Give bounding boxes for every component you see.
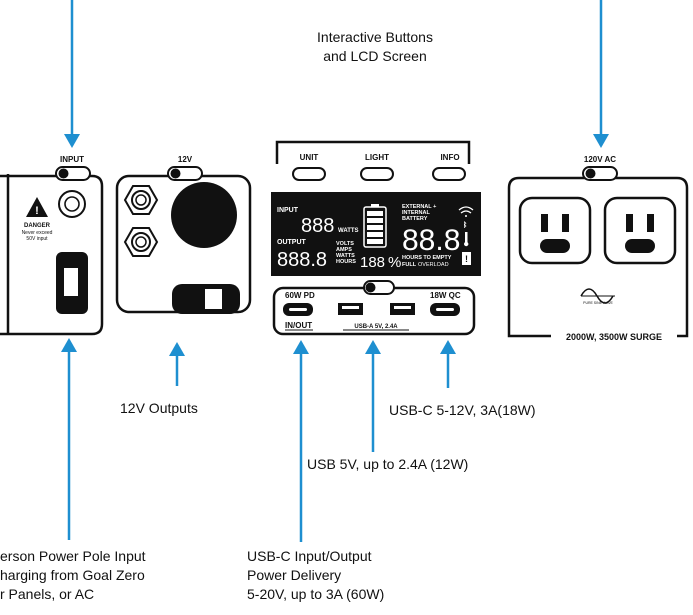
callout-anderson-line-1: erson Power Pole Input	[0, 548, 146, 564]
12v-dc-port-bottom[interactable]	[123, 227, 159, 257]
lcd-unit-hours: HOURS	[336, 259, 356, 265]
pure-sine-wave-logo: PURE SINE WAVE	[580, 288, 615, 305]
usb-ports-panel: 60W PD IN/OUT USB-A 5V, 2.4A 18W QC	[272, 280, 476, 336]
lcd-internal-label: INTERNAL	[402, 210, 430, 216]
panel-12v-title: 12V	[178, 155, 193, 164]
lcd-external-label: EXTERNAL +	[402, 204, 436, 210]
lcd-input-label: INPUT	[277, 207, 299, 214]
callout-usb-5v: USB 5V, up to 2.4A (12W)	[307, 456, 469, 472]
input-panel: INPUT ! DANGER Never exceed 50V input	[0, 155, 104, 336]
lcd-hours-label: HOURS TO EMPTY	[402, 255, 452, 261]
lcd-battery-label: BATTERY	[402, 216, 428, 222]
ac-panel: 120V AC PURE SINE WAVE 2000W, 3500W SURG…	[507, 155, 689, 342]
lcd-big-value: 88.8	[402, 224, 460, 257]
lcd-unit-watts: WATTS	[336, 253, 355, 259]
callout-buttons-lcd: Interactive Buttons and LCD Screen	[290, 28, 460, 66]
lcd-percent-value: 188	[360, 254, 385, 271]
lcd-overload-label: OVERLOAD	[418, 262, 449, 268]
lcd-watts-unit: WATTS	[338, 228, 359, 234]
12v-car-port[interactable]	[171, 182, 237, 248]
danger-warning-icon: !	[26, 197, 48, 217]
callout-12v-outputs: 12V Outputs	[120, 400, 198, 416]
12v-toggle-switch[interactable]	[167, 166, 203, 181]
lcd-output-value: 888.8	[277, 249, 327, 271]
ports-toggle-switch[interactable]	[363, 280, 395, 295]
anderson-power-pole-port[interactable]	[56, 252, 88, 314]
callout-usbc-pd-line-3: 5-20V, up to 3A (60W)	[247, 586, 385, 602]
lcd-percent-sign: %	[388, 254, 401, 271]
port-label-60w-pd: 60W PD	[285, 291, 315, 300]
callout-usbc-qc: USB-C 5-12V, 3A(18W)	[389, 402, 536, 418]
ac-outlet-right[interactable]	[603, 196, 677, 265]
lcd-unit-volts: VOLTS	[336, 241, 354, 247]
unit-button-label: UNIT	[300, 153, 319, 162]
center-panel: UNIT LIGHT INFO INPUT 888 WATTS OUTPUT 8…	[271, 140, 481, 276]
svg-text:!: !	[465, 254, 468, 264]
light-button-label: LIGHT	[365, 153, 389, 162]
callout-buttons-line-2: and LCD Screen	[323, 48, 427, 64]
callout-anderson: erson Power Pole Input harging from Goal…	[0, 547, 146, 604]
lcd-unit-amps: AMPS	[336, 247, 352, 253]
port-label-usba: USB-A 5V, 2.4A	[354, 324, 398, 330]
panel-12v: 12V	[115, 155, 252, 314]
port-label-in-out: IN/OUT	[285, 321, 312, 330]
warning-icon: !	[462, 252, 471, 265]
unit-button[interactable]	[292, 167, 326, 181]
lcd-input-value: 888	[301, 215, 334, 237]
12v-dc-port-top[interactable]	[123, 185, 159, 215]
callout-usbc-pd-line-1: USB-C Input/Output	[247, 548, 372, 564]
input-panel-title: INPUT	[60, 155, 84, 164]
lcd-output-label: OUTPUT	[277, 239, 307, 246]
callout-usbc-pd: USB-C Input/Output Power Delivery 5-20V,…	[247, 547, 384, 604]
info-button[interactable]	[432, 167, 466, 181]
ac-toggle-switch[interactable]	[582, 166, 618, 181]
12v-power-button[interactable]	[172, 284, 240, 314]
callout-usbc-pd-line-2: Power Delivery	[247, 567, 342, 583]
danger-line-1: Never exceed	[22, 230, 53, 236]
danger-line-2: 50V input	[26, 236, 48, 242]
info-button-label: INFO	[440, 153, 459, 162]
ac-panel-title: 120V AC	[584, 155, 616, 164]
callout-buttons-line-1: Interactive Buttons	[317, 29, 433, 45]
pure-sine-wave-text: PURE SINE WAVE	[583, 301, 613, 305]
callout-anderson-line-3: r Panels, or AC	[0, 586, 95, 602]
input-toggle-switch[interactable]	[55, 166, 91, 181]
lcd-battery-icon	[363, 204, 387, 248]
danger-title: DANGER	[24, 223, 51, 229]
bluetooth-icon: ᛒ	[463, 221, 467, 229]
thermometer-icon	[464, 232, 469, 247]
light-button[interactable]	[360, 167, 394, 181]
port-label-18w-qc: 18W QC	[430, 291, 461, 300]
callout-anderson-line-2: harging from Goal Zero	[0, 567, 145, 583]
wifi-icon	[458, 206, 474, 217]
ac-outlet-left[interactable]	[518, 196, 592, 265]
svg-text:!: !	[35, 205, 39, 217]
input-fuse	[58, 190, 86, 218]
ac-rating: 2000W, 3500W SURGE	[566, 332, 662, 342]
lcd-full-label: FULL	[402, 262, 417, 268]
